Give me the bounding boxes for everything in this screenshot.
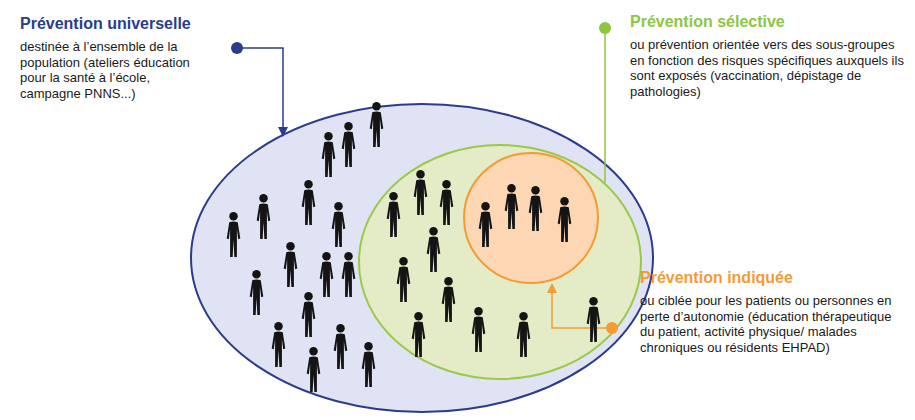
ellipse-outline [463,152,599,284]
person-silhouette [442,277,456,322]
leader-line [552,292,612,328]
ellipse-shape [191,104,653,412]
callout-body: destinée à l’ensemble de la population (… [20,39,205,101]
leader-line [599,22,611,183]
person-silhouette [284,242,298,287]
person-silhouette [307,347,321,392]
person-silhouette [257,194,271,239]
ellipse-shape [464,153,598,283]
person-silhouette [342,122,356,167]
callout-body: ou ciblée pour les patients ou personnes… [640,293,905,355]
person-silhouette [250,270,264,315]
arrow-head [278,127,288,137]
person-silhouette [334,324,348,369]
person-silhouette [479,202,493,247]
callout-body: ou prévention orientée vers des sous-gro… [630,37,910,99]
arrow-head [547,283,557,293]
leader-line [604,28,606,183]
person-silhouette [558,197,572,242]
person-silhouette [302,292,316,337]
callout-heading: Prévention sélective [630,12,910,31]
person-silhouettes [227,102,601,392]
person-silhouette [414,170,428,215]
person-silhouette [397,257,411,302]
person-silhouette [332,202,346,247]
callout-heading: Prévention universelle [20,14,250,33]
person-silhouette [587,297,601,342]
ellipse-region: Prévention universelledestinée à l’ensem… [190,103,654,413]
person-silhouette [362,342,376,387]
person-silhouette [529,186,543,231]
person-silhouette [440,180,454,225]
leader-dot [231,42,243,54]
person-silhouette [370,102,384,147]
person-silhouette [272,322,286,367]
ellipse-region: Prévention indiquéeou ciblée pour les pa… [463,152,599,284]
ellipse-shape [359,145,641,379]
person-silhouette [342,252,356,297]
person-silhouette [472,307,486,352]
leader-line [231,42,288,137]
leader-dot [606,322,618,334]
person-silhouette [427,227,441,272]
person-silhouette [517,312,531,357]
person-silhouette [322,132,336,177]
ellipse-region: Prévention sélectiveou prévention orient… [358,144,642,380]
person-silhouette [387,192,401,237]
person-silhouette [227,212,241,257]
person-silhouette [505,184,519,229]
leader-line [547,283,618,334]
person-silhouette [320,252,334,297]
leader-line [237,48,283,128]
person-silhouette [412,312,426,357]
callout-heading: Prévention indiquée [640,268,910,287]
leader-dot [599,22,611,34]
person-silhouette [302,180,316,225]
